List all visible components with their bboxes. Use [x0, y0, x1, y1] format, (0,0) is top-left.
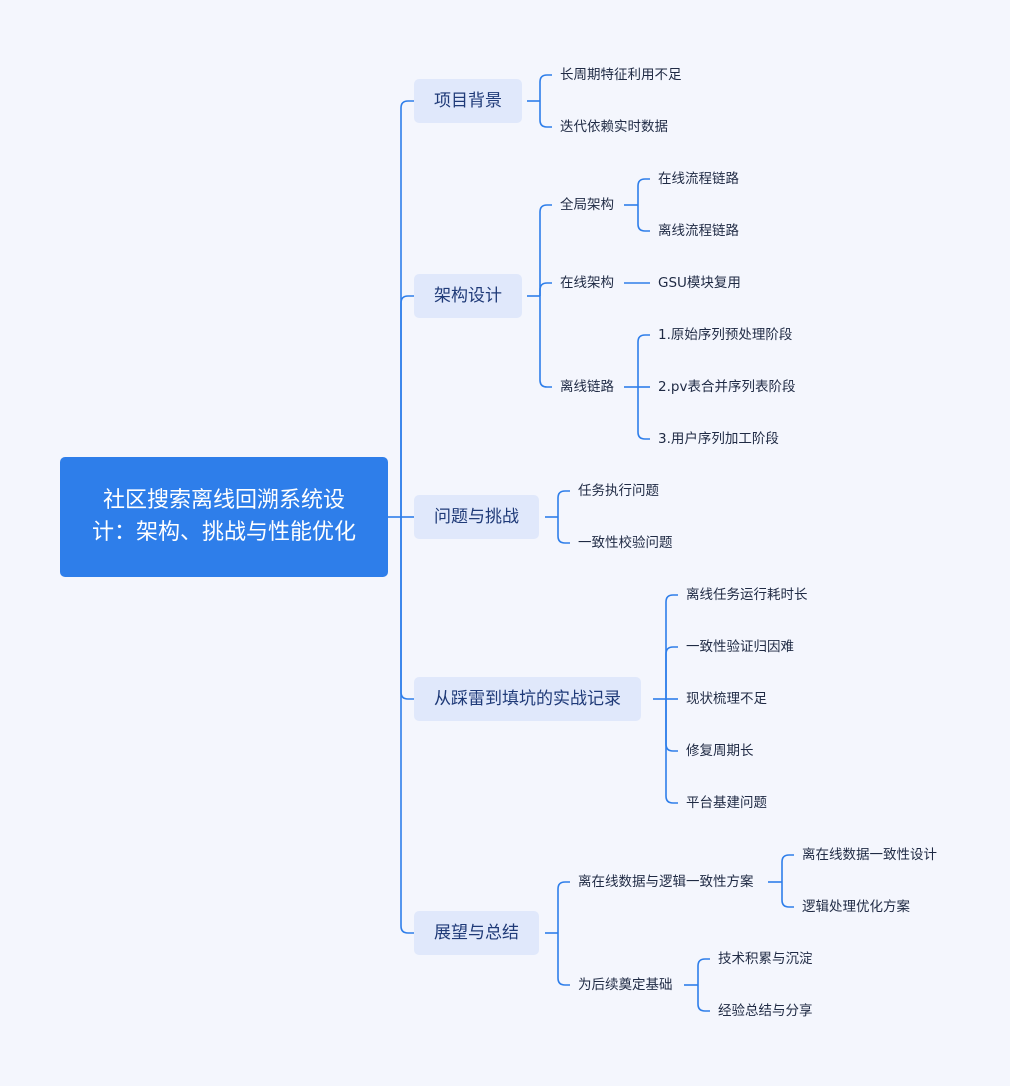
connector-23	[557, 517, 570, 544]
subbranch-consistency-plan[interactable]: 离在线数据与逻辑一致性方案	[578, 874, 754, 890]
connector-37	[697, 958, 710, 985]
connector-2	[400, 295, 414, 517]
leaf-task-execution[interactable]: 任务执行问题	[578, 483, 659, 499]
connector-12	[539, 296, 552, 388]
connector-34	[781, 854, 794, 882]
connector-18	[637, 334, 650, 387]
leaf-stage-1[interactable]: 1.原始序列预处理阶段	[658, 327, 793, 343]
connector-32	[557, 933, 570, 986]
connector-28	[665, 699, 678, 752]
subbranch-offline-pipeline[interactable]: 离线链路	[560, 379, 614, 395]
leaf-consistency-attribution[interactable]: 一致性验证归因难	[686, 639, 794, 655]
subbranch-foundation[interactable]: 为后续奠定基础	[578, 977, 673, 993]
connector-25	[665, 594, 678, 699]
connector-35	[781, 882, 794, 908]
root-topic[interactable]: 社区搜索离线回溯系统设计：架构、挑战与性能优化	[60, 457, 388, 577]
leaf-platform-infra[interactable]: 平台基建问题	[686, 795, 767, 811]
connector-11	[539, 282, 552, 296]
leaf-online-flow[interactable]: 在线流程链路	[658, 171, 739, 187]
connector-5	[400, 517, 414, 934]
leaf-long-cycle-features[interactable]: 长周期特征利用不足	[560, 67, 682, 83]
connector-14	[637, 178, 650, 205]
leaf-stage-3[interactable]: 3.用户序列加工阶段	[658, 431, 779, 447]
connector-29	[665, 699, 678, 804]
leaf-stage-2[interactable]: 2.pv表合并序列表阶段	[658, 379, 796, 395]
leaf-status-review[interactable]: 现状梳理不足	[686, 691, 767, 707]
leaf-offline-flow[interactable]: 离线流程链路	[658, 223, 739, 239]
subbranch-global-architecture[interactable]: 全局架构	[560, 197, 614, 213]
branch-practice-records[interactable]: 从踩雷到填坑的实战记录	[414, 677, 641, 721]
connector-22	[557, 490, 570, 517]
connector-4	[400, 517, 414, 700]
leaf-consistency-check[interactable]: 一致性校验问题	[578, 535, 673, 551]
branch-outlook-summary[interactable]: 展望与总结	[414, 911, 539, 955]
subbranch-online-architecture[interactable]: 在线架构	[560, 275, 614, 291]
connector-10	[539, 204, 552, 296]
branch-problems-challenges[interactable]: 问题与挑战	[414, 495, 539, 539]
leaf-offline-task-slow[interactable]: 离线任务运行耗时长	[686, 587, 808, 603]
leaf-data-consistency-design[interactable]: 离在线数据一致性设计	[802, 847, 937, 863]
leaf-tech-accumulation[interactable]: 技术积累与沉淀	[718, 951, 813, 967]
connector-7	[539, 74, 552, 101]
leaf-fix-cycle[interactable]: 修复周期长	[686, 743, 754, 759]
connector-31	[557, 881, 570, 933]
connector-15	[637, 205, 650, 232]
connector-20	[637, 387, 650, 440]
connector-38	[697, 985, 710, 1012]
leaf-experience-sharing[interactable]: 经验总结与分享	[718, 1003, 813, 1019]
connector-1	[400, 100, 414, 517]
branch-architecture-design[interactable]: 架构设计	[414, 274, 522, 318]
connector-8	[539, 101, 552, 128]
branch-project-background[interactable]: 项目背景	[414, 79, 522, 123]
leaf-logic-optimization[interactable]: 逻辑处理优化方案	[802, 899, 910, 915]
connector-26	[665, 646, 678, 699]
leaf-iteration-realtime-data[interactable]: 迭代依赖实时数据	[560, 119, 668, 135]
leaf-gsu-reuse[interactable]: GSU模块复用	[658, 275, 741, 291]
